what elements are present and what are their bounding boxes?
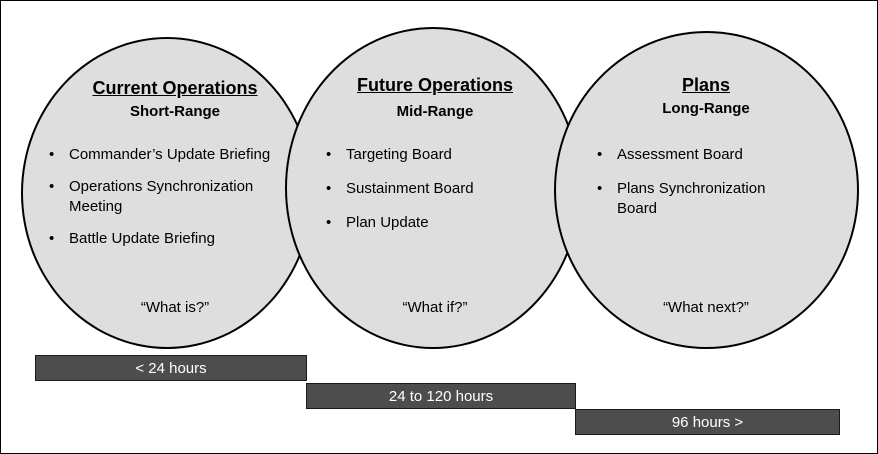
list-item: Operations Synchronization Meeting <box>49 177 289 217</box>
current-operations-title: Current Operations <box>92 78 258 98</box>
list-item: Plans Synchronization Board <box>597 179 807 219</box>
list-item: Targeting Board <box>326 145 546 165</box>
future-operations-list: Targeting Board Sustainment Board Plan U… <box>326 145 546 233</box>
list-item: Battle Update Briefing <box>49 229 289 249</box>
timebar-long-range: 96 hours > <box>575 409 840 435</box>
list-item: Assessment Board <box>597 145 807 165</box>
future-operations-question: “What if?” <box>402 299 468 316</box>
plans-list: Assessment Board Plans Synchronization B… <box>597 145 807 219</box>
timebar-short-range: < 24 hours <box>35 355 307 381</box>
list-item: Commander’s Update Briefing <box>49 145 289 165</box>
plans-title: Plans <box>681 75 731 95</box>
current-operations-subtitle: Short-Range <box>130 103 220 120</box>
list-item: Sustainment Board <box>326 179 546 199</box>
timebar-mid-range: 24 to 120 hours <box>306 383 576 409</box>
list-item: Plan Update <box>326 213 546 233</box>
current-operations-question: “What is?” <box>140 299 210 316</box>
current-operations-list: Commander’s Update Briefing Operations S… <box>49 145 289 249</box>
future-operations-subtitle: Mid-Range <box>396 103 474 120</box>
plans-question: “What next?” <box>663 299 749 316</box>
plans-subtitle: Long-Range <box>662 100 750 117</box>
future-operations-title: Future Operations <box>356 75 513 95</box>
